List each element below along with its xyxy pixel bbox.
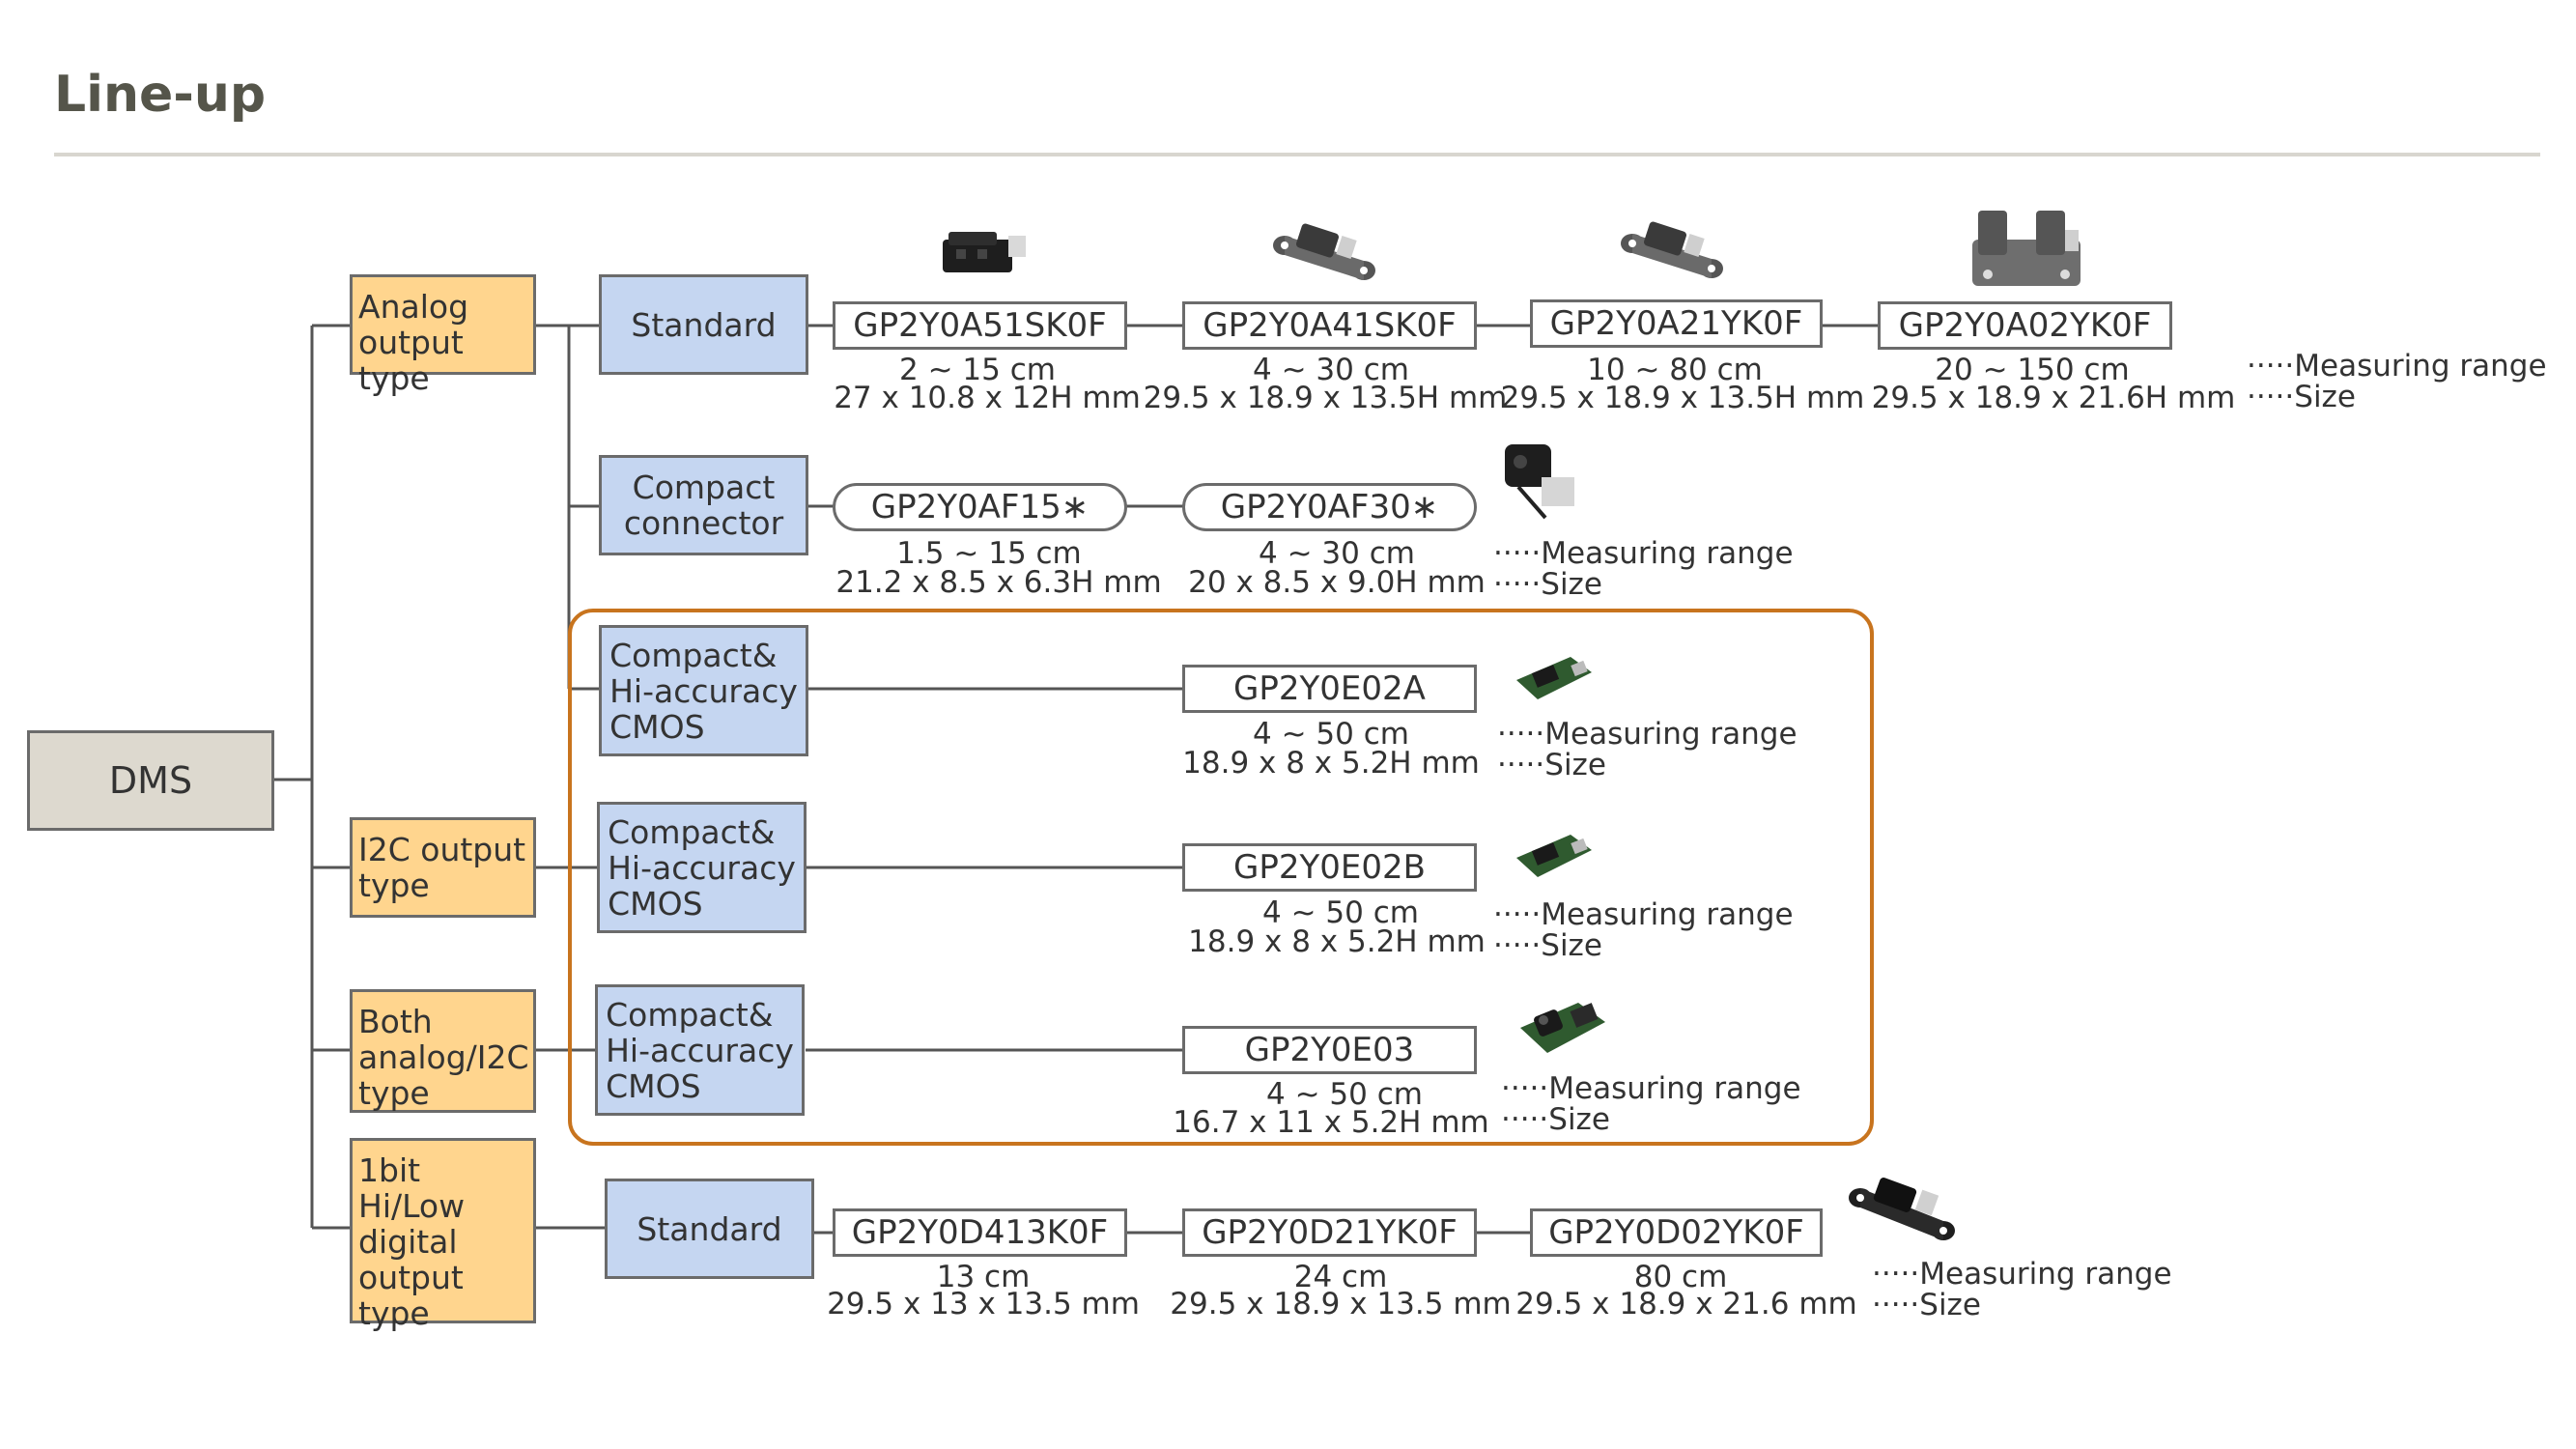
category-analog-output: Analog output type	[350, 274, 536, 396]
spec-range: 24 cm	[1293, 1260, 1388, 1294]
spec-size: 21.2 x 8.5 x 6.3H mm	[835, 565, 1162, 600]
spec-range: 4 ~ 30 cm	[1259, 536, 1415, 571]
spec-range: 4 ~ 30 cm	[1253, 353, 1409, 387]
subcategory-cmos-analog: Compact& Hi-accuracy CMOS	[599, 625, 808, 756]
sensor-image-gp2y0a21yk0f	[1621, 221, 1723, 278]
spec-range: 1.5 ~ 15 cm	[896, 536, 1082, 571]
spec-size: 29.5 x 18.9 x 13.5 mm	[1170, 1287, 1512, 1321]
product-gp2y0d413k0f: GP2Y0D413K0F	[833, 1208, 1127, 1257]
category-digital-output: 1bit Hi/Low digital output type	[350, 1138, 536, 1331]
sensor-image-gp2y0a02yk0f	[1972, 211, 2081, 286]
sensor-image-gp2y0af	[1505, 444, 1574, 520]
legend-size: ·····Size	[1493, 567, 1602, 602]
product-gp2y0e02a: GP2Y0E02A	[1182, 665, 1477, 713]
product-gp2y0d21yk0f: GP2Y0D21YK0F	[1182, 1208, 1477, 1257]
spec-size: 16.7 x 11 x 5.2H mm	[1173, 1105, 1489, 1140]
page-title: Line-up	[54, 66, 267, 124]
subcategory-cmos-i2c: Compact& Hi-accuracy CMOS	[597, 802, 807, 933]
spec-range: 10 ~ 80 cm	[1587, 353, 1763, 387]
spec-range: 20 ~ 150 cm	[1935, 353, 2130, 387]
legend-measuring-range: ·····Measuring range	[2247, 349, 2547, 384]
spec-size: 18.9 x 8 x 5.2H mm	[1188, 924, 1486, 959]
legend-size: ·····Size	[2247, 380, 2356, 414]
sensor-image-gp2y0d02yk0f	[1849, 1178, 1955, 1240]
root-label: DMS	[108, 758, 193, 802]
sensor-image-gp2y0e03	[1520, 1003, 1605, 1053]
subcategory-standard-analog: Standard	[599, 274, 808, 375]
product-gp2y0a41sk0f: GP2Y0A41SK0F	[1182, 301, 1477, 350]
cmos-highlight-frame	[568, 609, 1874, 1146]
spec-range: 13 cm	[936, 1260, 1031, 1294]
product-gp2y0af15: GP2Y0AF15∗	[833, 483, 1127, 531]
product-gp2y0e03: GP2Y0E03	[1182, 1026, 1477, 1074]
subcategory-cmos-both: Compact& Hi-accuracy CMOS	[595, 984, 805, 1116]
spec-range: 4 ~ 50 cm	[1262, 895, 1419, 930]
legend-size: ·····Size	[1493, 928, 1602, 963]
product-gp2y0e02b: GP2Y0E02B	[1182, 843, 1477, 892]
sensor-image-gp2y0e02a	[1516, 657, 1592, 699]
spec-size: 20 x 8.5 x 9.0H mm	[1188, 565, 1486, 600]
root-node-dms: DMS	[27, 730, 274, 831]
legend-size: ·····Size	[1501, 1102, 1610, 1137]
legend-measuring-range: ·····Measuring range	[1493, 897, 1794, 932]
product-gp2y0a21yk0f: GP2Y0A21YK0F	[1530, 299, 1823, 348]
product-gp2y0a51sk0f: GP2Y0A51SK0F	[833, 301, 1127, 350]
spec-range: 4 ~ 50 cm	[1266, 1077, 1423, 1112]
spec-size: 18.9 x 8 x 5.2H mm	[1182, 746, 1480, 781]
legend-measuring-range: ·····Measuring range	[1493, 536, 1794, 571]
spec-range: 2 ~ 15 cm	[899, 353, 1056, 387]
sensor-image-gp2y0e02b	[1516, 835, 1592, 877]
category-i2c-output: I2C output type	[350, 817, 536, 918]
sensor-image-gp2y0a41sk0f	[1273, 223, 1375, 280]
legend-measuring-range: ·····Measuring range	[1497, 717, 1798, 752]
spec-size: 29.5 x 18.9 x 21.6 mm	[1515, 1287, 1857, 1321]
product-gp2y0af30: GP2Y0AF30∗	[1182, 483, 1477, 531]
legend-measuring-range: ·····Measuring range	[1501, 1071, 1801, 1106]
spec-size: 29.5 x 18.9 x 13.5H mm	[1500, 381, 1865, 415]
subcategory-compact-connector: Compact connector	[599, 455, 808, 555]
legend-size: ·····Size	[1497, 748, 1606, 782]
spec-range: 4 ~ 50 cm	[1253, 717, 1409, 752]
spec-range: 80 cm	[1633, 1260, 1728, 1294]
subcategory-standard-digital: Standard	[605, 1179, 814, 1279]
spec-size: 27 x 10.8 x 12H mm	[834, 381, 1141, 415]
spec-size: 29.5 x 18.9 x 13.5H mm	[1143, 381, 1508, 415]
category-both-analog-i2c: Both analog/I2C type	[350, 989, 536, 1113]
product-gp2y0a02yk0f: GP2Y0A02YK0F	[1878, 301, 2172, 350]
spec-size: 29.5 x 18.9 x 21.6H mm	[1871, 381, 2236, 415]
legend-measuring-range: ·····Measuring range	[1872, 1257, 2172, 1292]
sensor-image-gp2y0a51sk0f	[943, 232, 1026, 272]
spec-size: 29.5 x 13 x 13.5 mm	[827, 1287, 1140, 1321]
legend-size: ·····Size	[1872, 1288, 1981, 1322]
product-gp2y0d02yk0f: GP2Y0D02YK0F	[1530, 1208, 1823, 1257]
